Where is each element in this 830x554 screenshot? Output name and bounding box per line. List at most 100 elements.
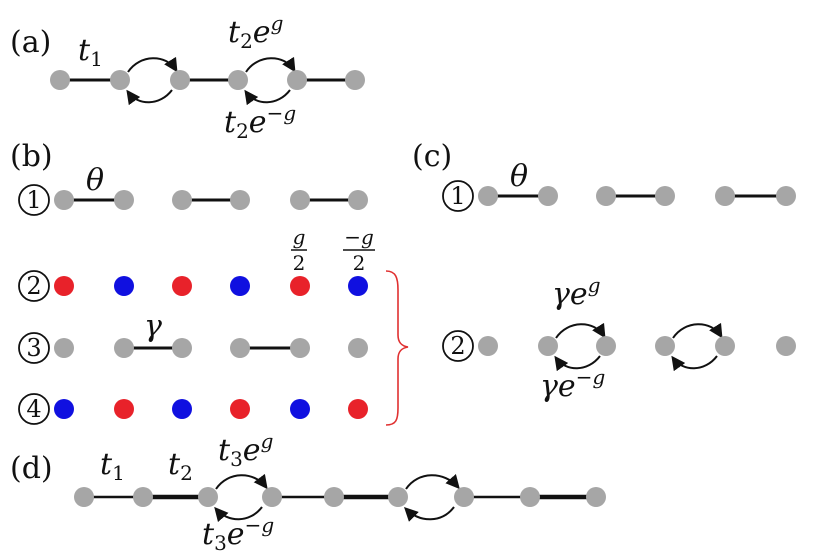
hop-arrow-forward — [127, 56, 178, 73]
lattice-site — [715, 336, 735, 356]
row-1-marker — [442, 180, 474, 212]
panel-b: (b) 1 θ g 2 −g 2 2 — [10, 139, 409, 426]
lattice-site — [538, 336, 558, 356]
lattice-site — [114, 338, 134, 358]
hop-arrow-backward — [214, 506, 263, 523]
panel-a-backward-hop-label: t2e−g — [224, 101, 296, 143]
blue-site — [290, 399, 310, 419]
row-1-number: 1 — [450, 182, 465, 210]
panel-a: (a) t1 t2eg t2e−g — [10, 11, 365, 143]
lattice-site — [478, 336, 498, 356]
lattice-site — [520, 487, 540, 507]
lattice-site — [170, 70, 190, 90]
lattice-site — [114, 190, 134, 210]
panel-c: (c) 1 θ 2 γeg γe−g — [412, 139, 796, 404]
panel-d-t2-label: t2 — [168, 447, 193, 485]
red-site — [54, 276, 74, 296]
fraction-denominator: 2 — [353, 251, 366, 275]
row-4-number: 4 — [26, 395, 41, 423]
lattice-site — [655, 186, 675, 206]
lattice-site — [172, 190, 192, 210]
hop-arrow-forward — [672, 322, 723, 339]
row-2-number: 2 — [26, 272, 41, 300]
hop-arrow-backward — [554, 355, 601, 372]
row-4-marker — [18, 393, 50, 425]
panel-a-forward-hop-label: t2eg — [228, 11, 283, 53]
red-site — [172, 276, 192, 296]
lattice-site — [596, 186, 616, 206]
panel-c-forward-hop-label: γeg — [552, 273, 601, 312]
panel-d: (d) t1 t2 t3eg t3e−g — [10, 429, 606, 554]
row-1-number: 1 — [26, 186, 41, 214]
hop-arrow-backward — [126, 89, 173, 106]
gamma-label: γ — [144, 309, 162, 344]
lattice-site — [596, 336, 616, 356]
lattice-site — [776, 336, 796, 356]
hop-arrow-backward — [671, 355, 718, 372]
lattice-site — [133, 487, 153, 507]
lattice-site — [348, 338, 368, 358]
lattice-site — [110, 70, 130, 90]
panel-d-t1-label: t1 — [100, 447, 125, 485]
lattice-site — [290, 338, 310, 358]
row-1-marker — [18, 184, 50, 216]
blue-site — [230, 276, 250, 296]
row-2-marker — [442, 330, 474, 362]
panel-d-label: (d) — [10, 451, 53, 486]
lattice-site — [172, 338, 192, 358]
lattice-site — [715, 186, 735, 206]
lattice-site — [348, 190, 368, 210]
hop-arrow-forward — [555, 322, 606, 339]
panel-d-forward-hop-label: t3eg — [218, 429, 273, 471]
lattice-site — [74, 487, 94, 507]
fraction-numerator: −g — [344, 225, 374, 249]
blue-site — [114, 276, 134, 296]
red-site — [114, 399, 134, 419]
theta-label: θ — [86, 163, 104, 198]
hop-arrow-backward — [244, 89, 291, 106]
lattice-site — [290, 190, 310, 210]
lattice-site — [478, 186, 498, 206]
row-2-number: 2 — [450, 332, 465, 360]
lattice-site — [538, 186, 558, 206]
panel-c-label: (c) — [412, 139, 452, 174]
lattice-site — [776, 186, 796, 206]
panel-c-backward-hop-label: γe−g — [540, 365, 605, 404]
lattice-site — [230, 338, 250, 358]
hop-arrow-forward — [245, 56, 296, 73]
row-3-number: 3 — [26, 334, 41, 362]
row-2-marker — [18, 270, 50, 302]
lattice-site — [228, 70, 248, 90]
lattice-site — [230, 190, 250, 210]
panel-a-label: (a) — [10, 25, 51, 60]
fraction-g-over-2: g 2 — [291, 225, 307, 275]
red-site — [348, 399, 368, 419]
lattice-site — [454, 487, 474, 507]
panel-b-label: (b) — [10, 139, 53, 174]
lattice-site — [655, 336, 675, 356]
lattice-site — [50, 70, 70, 90]
blue-site — [348, 276, 368, 296]
lattice-site — [388, 487, 408, 507]
red-site — [230, 399, 250, 419]
fraction-minus-g-over-2: −g 2 — [343, 225, 375, 275]
fraction-denominator: 2 — [293, 251, 306, 275]
red-brace — [385, 270, 409, 426]
fraction-numerator: g — [293, 225, 306, 249]
hop-arrow-forward — [405, 473, 460, 490]
lattice-site — [262, 487, 282, 507]
hop-arrow-forward — [215, 473, 268, 490]
blue-site — [54, 399, 74, 419]
row-3-marker — [18, 332, 50, 364]
lattice-site — [54, 338, 74, 358]
lattice-site — [54, 190, 74, 210]
panel-a-t1-label: t1 — [78, 33, 103, 71]
lattice-site — [345, 70, 365, 90]
lattice-site — [586, 487, 606, 507]
blue-site — [172, 399, 192, 419]
red-site — [290, 276, 310, 296]
panel-d-backward-hop-label: t3e−g — [202, 513, 274, 554]
hop-arrow-backward — [404, 506, 455, 522]
theta-label: θ — [510, 159, 528, 194]
